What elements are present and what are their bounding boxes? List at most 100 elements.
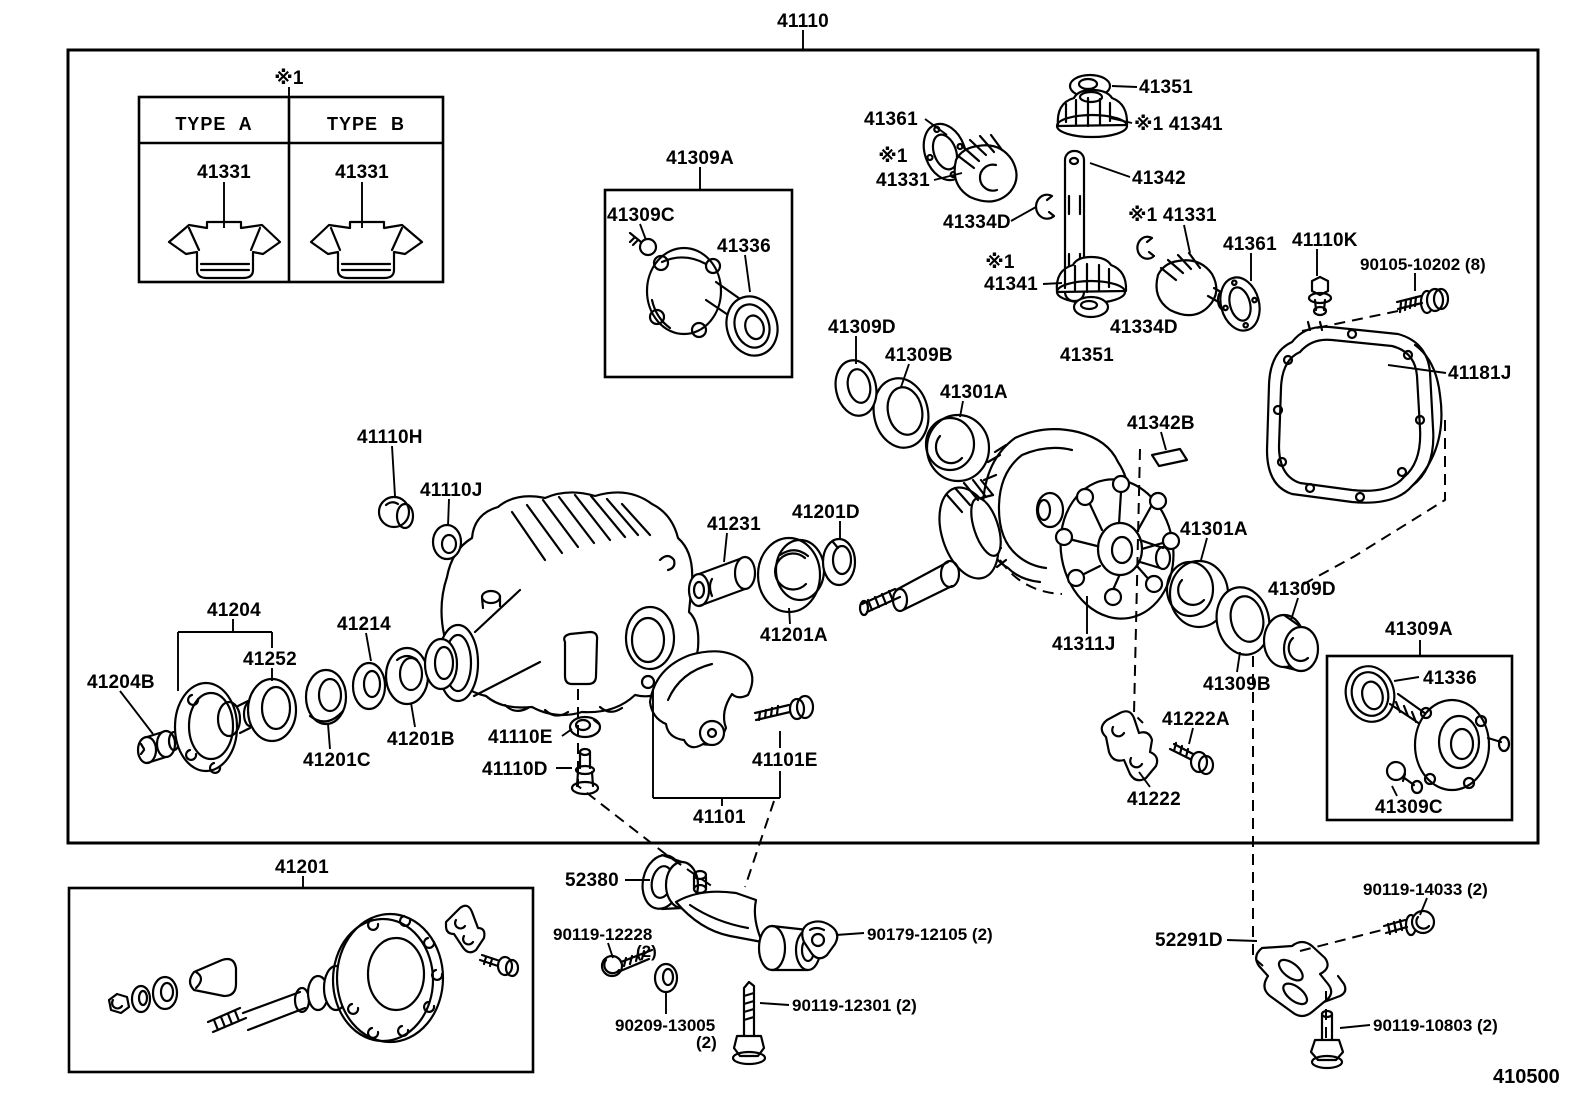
label-41222a: 41222A bbox=[1162, 709, 1230, 730]
drive-pinion-inset-box bbox=[67, 886, 535, 1074]
side-bearing-41301a-left-drawing bbox=[924, 413, 991, 483]
support-52291d-drawing bbox=[1255, 940, 1347, 1018]
label-41201a: 41201A bbox=[760, 625, 828, 646]
label-41334d-2: 41334D bbox=[1110, 317, 1178, 338]
figure-code: 410500 bbox=[1493, 1066, 1560, 1088]
washer-90209-13005-drawing bbox=[653, 962, 679, 994]
label-41351-1: 41351 bbox=[1139, 77, 1193, 98]
bearing-spacer-41231-drawing bbox=[687, 555, 757, 608]
label-41334d-1: 41334D bbox=[943, 212, 1011, 233]
label-90119-10803: 90119-10803 (2) bbox=[1373, 1016, 1498, 1035]
label-note1-a: ※1 bbox=[878, 146, 908, 167]
label-41309d-1: 41309D bbox=[828, 317, 896, 338]
label-41110k: 41110K bbox=[1292, 230, 1358, 251]
race-41309b-right-drawing bbox=[1215, 586, 1271, 656]
washer-41110e-drawing bbox=[568, 715, 602, 739]
side-bearing-41301a-right-drawing bbox=[1165, 559, 1230, 629]
label-41336-top: 41336 bbox=[717, 236, 771, 257]
label-41301a-2: 41301A bbox=[1180, 519, 1248, 540]
label-90209-13005-qty: (2) bbox=[696, 1033, 717, 1052]
front-flange-parts-drawing bbox=[136, 637, 459, 774]
label-41311j: 41311J bbox=[1052, 634, 1116, 655]
label-41309d-2: 41309D bbox=[1268, 579, 1336, 600]
labels-layer: 41110 ※1 TYPE A TYPE B 41331 41331 41309… bbox=[87, 11, 1560, 1088]
label-41309b-1: 41309B bbox=[885, 345, 953, 366]
seal-41309d-left-drawing bbox=[834, 359, 878, 417]
label-90119-12228: 90119-12228 bbox=[553, 925, 652, 944]
label-note1-typebox: ※1 bbox=[274, 68, 304, 89]
diff-case-41311j-drawing bbox=[1035, 474, 1181, 620]
label-41204: 41204 bbox=[207, 600, 261, 621]
label-41309a-bottom: 41309A bbox=[1385, 619, 1453, 640]
type-table-box bbox=[137, 95, 445, 284]
label-41341-1: ※1 41341 bbox=[1134, 114, 1223, 135]
label-41331-type-b: 41331 bbox=[335, 162, 389, 183]
stud-41110d-drawing bbox=[570, 747, 600, 796]
bolt-90119-12228-drawing bbox=[600, 948, 654, 978]
snap-ring-41201d-drawing bbox=[821, 537, 857, 587]
label-41222: 41222 bbox=[1127, 789, 1181, 810]
label-41336-bottom: 41336 bbox=[1423, 668, 1477, 689]
bolt-90119-12301-drawing bbox=[731, 980, 767, 1066]
label-41201d: 41201D bbox=[792, 502, 860, 523]
bolt-41222a-drawing bbox=[1168, 741, 1215, 776]
label-41101: 41101 bbox=[693, 807, 746, 828]
key-41342b-drawing bbox=[1150, 447, 1189, 468]
label-41309a-top: 41309A bbox=[666, 148, 734, 169]
spider-kit-drawing bbox=[922, 73, 1261, 332]
label-41201-box: 41201 bbox=[275, 857, 329, 878]
lock-plate-type-b-drawing bbox=[309, 220, 424, 280]
lock-plate-type-a-drawing bbox=[167, 220, 282, 280]
bolt-90119-14033-drawing bbox=[1382, 909, 1436, 937]
label-41110e: 41110E bbox=[488, 727, 553, 748]
label-41201c: 41201C bbox=[303, 750, 371, 771]
bolt-41101e-drawing bbox=[753, 694, 815, 722]
label-41309c-top: 41309C bbox=[607, 205, 675, 226]
label-41351-2: 41351 bbox=[1060, 345, 1114, 366]
label-41342: 41342 bbox=[1132, 168, 1186, 189]
label-41214: 41214 bbox=[337, 614, 391, 635]
filler-plug-41110h-drawing bbox=[377, 495, 415, 530]
label-41110j: 41110J bbox=[420, 480, 483, 501]
drive-pinion-41201-drawing bbox=[107, 904, 520, 1044]
label-41231: 41231 bbox=[707, 514, 761, 535]
label-41110d: 41110D bbox=[482, 759, 548, 780]
label-41331-2: ※1 41331 bbox=[1128, 205, 1217, 226]
support-member-52380-drawing bbox=[641, 853, 822, 972]
race-41309b-left-drawing bbox=[872, 377, 930, 449]
front-pinion-bearing-41201a-drawing bbox=[756, 536, 826, 614]
leader-lines bbox=[119, 30, 1447, 1029]
label-90209-13005: 90209-13005 bbox=[615, 1016, 715, 1035]
label-41342b: 41342B bbox=[1127, 413, 1195, 434]
rear-cover-41181j-drawing bbox=[1265, 320, 1443, 504]
gasket-41110j-drawing bbox=[431, 523, 463, 561]
label-41361-1: 41361 bbox=[864, 109, 918, 130]
label-41309b-2: 41309B bbox=[1203, 674, 1271, 695]
label-41110: 41110 bbox=[777, 11, 829, 32]
label-41101e: 41101E bbox=[752, 750, 818, 771]
support-bracket-41101-drawing bbox=[648, 650, 754, 749]
label-note1-b: ※1 bbox=[985, 252, 1015, 273]
label-41181j: 41181J bbox=[1448, 363, 1512, 384]
label-41301a-1: 41301A bbox=[940, 382, 1008, 403]
label-41201b: 41201B bbox=[387, 729, 455, 750]
bearing-retainer-top-drawing bbox=[628, 231, 779, 357]
label-41341-2: 41341 bbox=[984, 274, 1038, 295]
bearing-41309d-right-drawing bbox=[1262, 613, 1320, 673]
retainer-inset-box-top bbox=[603, 188, 794, 379]
label-41110h: 41110H bbox=[357, 427, 423, 448]
label-90119-14033: 90119-14033 (2) bbox=[1363, 880, 1488, 899]
label-52380: 52380 bbox=[565, 870, 619, 891]
label-41361-2: 41361 bbox=[1223, 234, 1277, 255]
label-52291d: 52291D bbox=[1155, 930, 1223, 951]
stopper-90179-12105-drawing bbox=[801, 920, 839, 960]
bearing-retainer-bottom-drawing bbox=[1344, 665, 1511, 795]
label-90179-12105: 90179-12105 (2) bbox=[867, 925, 993, 944]
cover-bolt-90105-drawing bbox=[1395, 287, 1450, 315]
label-90119-12228-qty: (2) bbox=[636, 942, 657, 961]
drive-pinion-gear-drawing bbox=[858, 478, 1002, 617]
label-41309c-bottom: 41309C bbox=[1375, 797, 1443, 818]
diff-carrier-housing-drawing bbox=[436, 491, 700, 717]
